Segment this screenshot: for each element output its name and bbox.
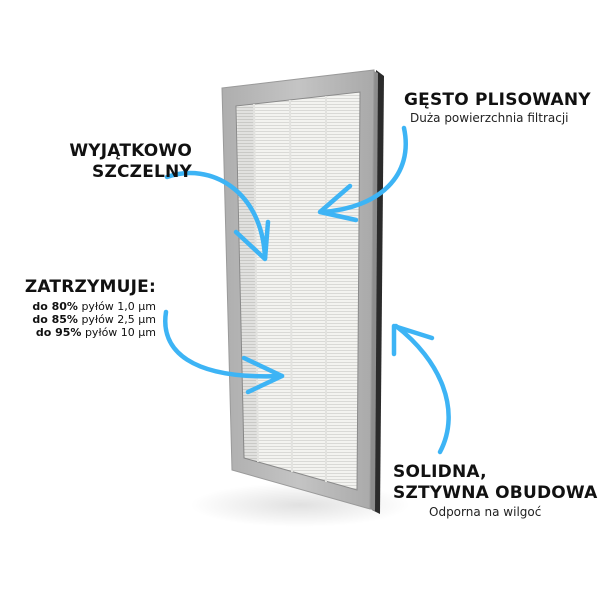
- retention-row: do 95% pyłów 10 µm: [25, 326, 156, 339]
- callout-sealed: WYJĄTKOWO SZCZELNY: [69, 141, 192, 183]
- callout-dense-pleats-title: GĘSTO PLISOWANY: [404, 90, 591, 110]
- callout-retention: ZATRZYMUJE: do 80% pyłów 1,0 µm do 85% p…: [24, 277, 156, 339]
- retention-row: do 85% pyłów 2,5 µm: [25, 313, 156, 326]
- retention-row-percent: do 80%: [32, 299, 78, 313]
- retention-row-percent: do 85%: [32, 312, 78, 326]
- arrow-sealed: [164, 170, 271, 262]
- callout-housing-title-line1: SOLIDNA,: [393, 462, 487, 482]
- filter-media: [235, 91, 361, 491]
- retention-row-text: pyłów 1,0 µm: [77, 299, 156, 313]
- retention-row-percent: do 95%: [35, 325, 82, 339]
- callout-sealed-title-line1: WYJĄTKOWO: [69, 141, 192, 161]
- filter-pleat-columns: [253, 96, 327, 482]
- retention-row: do 80% pyłów 1,0 µm: [25, 300, 156, 313]
- retention-row-text: pyłów 2,5 µm: [77, 312, 156, 326]
- callout-retention-title: ZATRZYMUJE:: [24, 277, 156, 297]
- callout-housing: SOLIDNA, SZTYWNA OBUDOWA Odporna na wilg…: [393, 462, 597, 520]
- arrow-housing: [391, 323, 451, 455]
- callout-dense-pleats: GĘSTO PLISOWANY Duża powierzchnia filtra…: [404, 90, 591, 125]
- callout-sealed-title-line2: SZCZELNY: [92, 162, 192, 182]
- callout-housing-subtitle: Odporna na wilgoć: [429, 505, 542, 519]
- callout-dense-pleats-subtitle: Duża powierzchnia filtracji: [410, 110, 569, 125]
- callout-housing-title-line2: SZTYWNA OBUDOWA: [393, 483, 598, 503]
- filter-frame-edge: [370, 70, 384, 514]
- arrow-dense-pleats: [317, 125, 408, 223]
- retention-row-text: pyłów 10 µm: [81, 325, 156, 339]
- arrow-retention: [163, 309, 285, 395]
